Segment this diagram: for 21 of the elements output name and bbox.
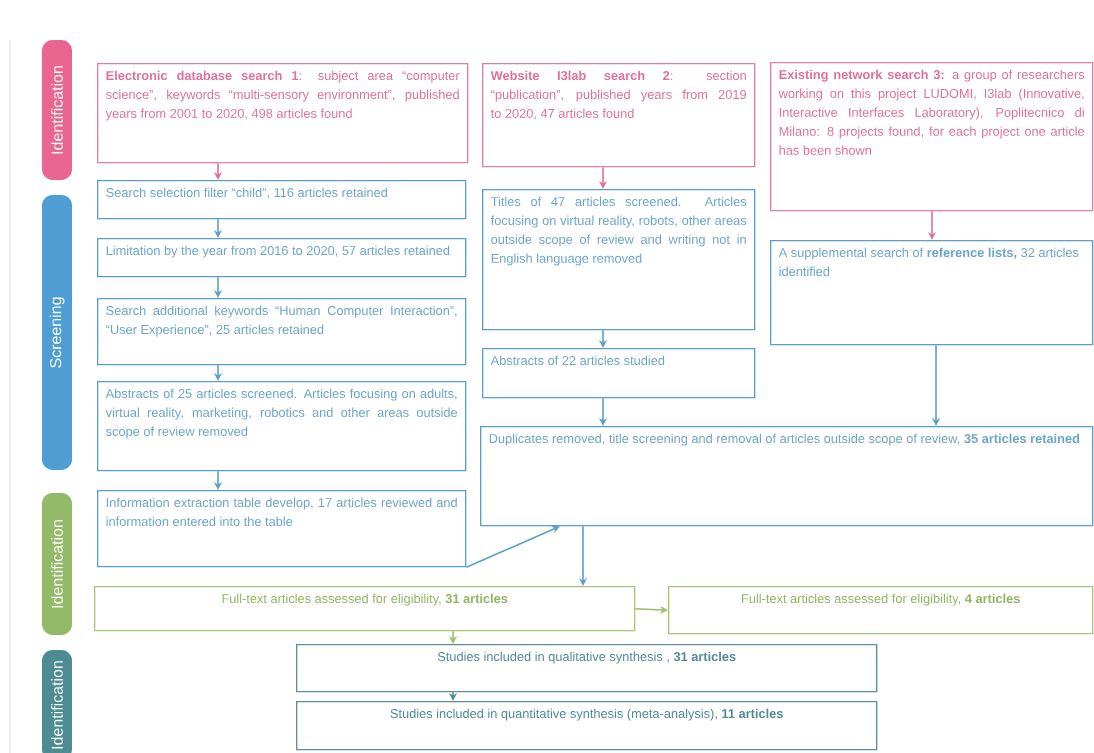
phase-band: Identification (42, 493, 72, 635)
phase-band: Identification (42, 650, 72, 753)
phase-band: Identification (42, 40, 72, 180)
process-box: Full-text articles assessed for eligibility, 31 articles (94, 586, 636, 632)
phase-band: Screening (42, 195, 72, 470)
process-box: Search selection filter “child”, 116 articles retained (97, 180, 467, 220)
process-box: Studies included in qualitative synthesis , 31 articles (296, 644, 878, 693)
process-box: Titles of 47 articles screened. Articles focusing on virtual reality, robots, other areas outside scope of review and writing not in English language removed (482, 189, 756, 331)
arrow (465, 525, 560, 569)
process-box: Abstracts of 25 articles screened. Articles focusing on adults, virtual reality, marketing, robotics and other areas outside scope of review removed (97, 381, 467, 472)
process-box: Information extraction table develop, 17 articles reviewed and information entered into the table (97, 490, 467, 568)
process-box: Abstracts of 22 articles studied (482, 348, 756, 399)
process-box: Search additional keywords “Human Computer Interaction”, “User Experience”, 25 articles retained (97, 298, 467, 366)
process-box: Limitation by the year from 2016 to 2020, 57 articles retained (97, 238, 467, 278)
process-box: Website I3lab search 2: section “publication”, published years from 2019 to 2020, 47 articles found (482, 63, 756, 168)
process-box: A supplemental search of reference lists, 32 articles identified (770, 240, 1094, 346)
process-box: Electronic database search 1: subject area “computer science”, keywords “multi-sensory environment”, published years from 2001 to 2020, 498 articles found (97, 63, 469, 164)
process-box: Full-text articles assessed for eligibility, 4 articles (668, 586, 1094, 635)
process-box: Duplicates removed, title screening and removal of articles outside scope of review, 35 articles retained (480, 426, 1094, 527)
process-box: Studies included in quantitative synthesis (meta-analysis), 11 articles (296, 701, 878, 751)
process-box: Existing network search 3: a group of researchers working on this project LUDOMI, I3lab (Innovative, Interactive Interfaces Laboratory), Poplitecnico di Milano: 8 projects found, for each project one article has been shown (770, 62, 1094, 212)
